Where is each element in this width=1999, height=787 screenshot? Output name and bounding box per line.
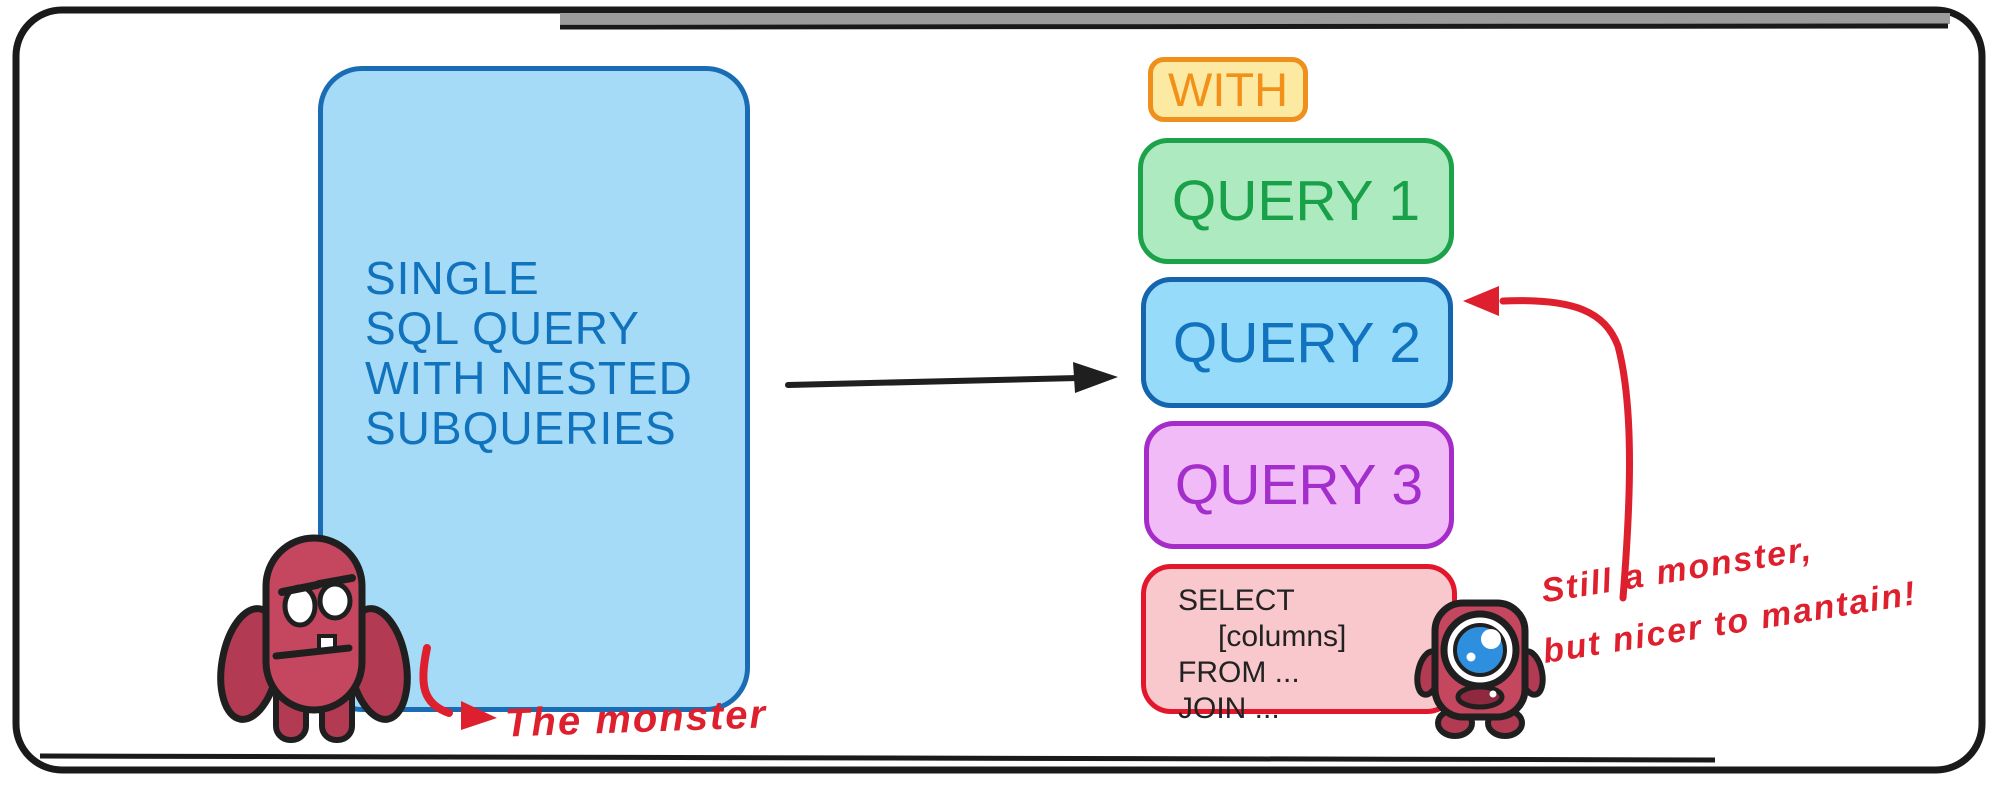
cyclops-eye-highlight — [1481, 629, 1501, 649]
with-box: WITH — [1148, 57, 1308, 122]
with-label: WITH — [1167, 63, 1289, 116]
red-arrow-right-head — [1463, 286, 1499, 316]
query1-label: QUERY 1 — [1171, 169, 1421, 233]
select-line-1: SELECT — [1178, 584, 1295, 617]
cyclops-mouth — [1455, 684, 1505, 710]
single-query-line-1: SINGLE — [365, 252, 540, 304]
single-query-line-4: SUBQUERIES — [365, 402, 677, 454]
cyclops-tooth — [1489, 690, 1497, 698]
monster-mouth — [272, 644, 353, 660]
frame-bottom-inner-line — [39, 753, 1716, 763]
select-line-2: [columns] — [1218, 620, 1347, 653]
grumpy-monster-icon — [217, 534, 411, 743]
single-query-line-3: WITH NESTED — [365, 352, 693, 404]
black-right-arrow-icon — [785, 362, 1118, 393]
single-query-text: SINGLE SQL QUERY WITH NESTED SUBQUERIES — [365, 253, 693, 453]
single-query-line-2: SQL QUERY — [365, 302, 640, 354]
select-line-3: FROM ... — [1178, 656, 1300, 689]
red-arrow-left-shaft — [419, 644, 453, 717]
red-arrow-left-head — [461, 701, 497, 730]
monster-body — [262, 534, 366, 714]
query3-label: QUERY 3 — [1174, 453, 1424, 517]
query2-box: QUERY 2 — [1141, 277, 1453, 408]
black-arrow-shaft — [785, 375, 1081, 388]
query2-label: QUERY 2 — [1172, 310, 1422, 375]
cyclops-eye-glint — [1466, 652, 1476, 662]
black-arrow-head — [1073, 362, 1118, 393]
cyclops-monster-icon — [1414, 599, 1546, 739]
left-annotation: The monster — [504, 692, 768, 746]
monster-right-eye — [317, 581, 353, 621]
select-statement-box: SELECT [columns] FROM ... JOIN ... — [1141, 564, 1457, 725]
query1-box: QUERY 1 — [1138, 138, 1454, 264]
monster-right-eyelid — [315, 574, 356, 588]
select-line-4: JOIN ... — [1178, 692, 1280, 725]
frame-border — [12, 6, 1986, 774]
red-curved-down-right-arrow-icon — [419, 644, 497, 730]
red-arrow-right-shaft — [1499, 297, 1633, 602]
single-query-box: SINGLE SQL QUERY WITH NESTED SUBQUERIES — [318, 66, 750, 712]
monster-left-eyelid — [278, 581, 321, 596]
frame-top-inner-line — [559, 23, 1949, 30]
red-curved-arrow-to-query2-icon — [1463, 286, 1633, 602]
frame-top-gray-band — [560, 13, 1950, 24]
query3-box: QUERY 3 — [1144, 421, 1454, 549]
